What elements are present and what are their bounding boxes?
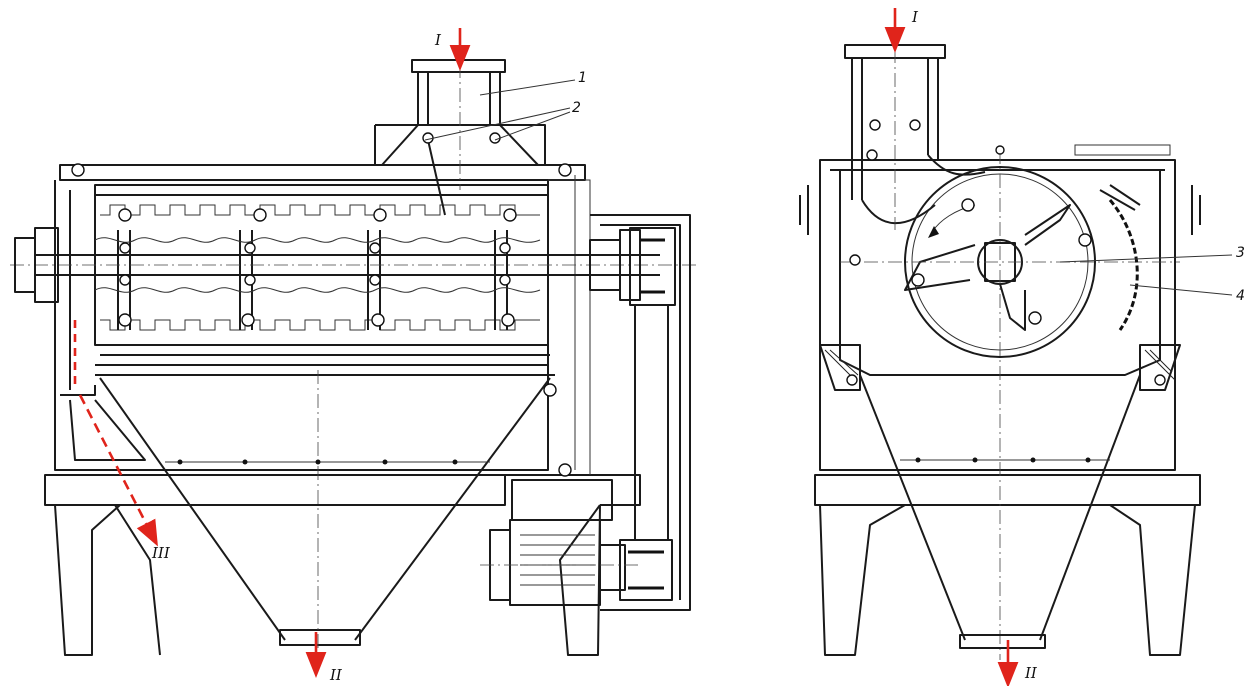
side-main-body <box>54 164 591 475</box>
front-inlet <box>844 25 986 230</box>
side-motor <box>480 479 640 606</box>
side-flow-arrows <box>73 28 471 678</box>
side-shaft <box>10 227 700 303</box>
front-base-frame <box>814 474 1201 656</box>
side-outlet-label: II <box>329 666 343 684</box>
front-side-brackets <box>819 344 1181 391</box>
side-waste-label: III <box>151 544 171 562</box>
front-view: I II 3 4 <box>799 8 1245 686</box>
part-label-1: 1 <box>578 70 587 86</box>
front-inlet-label: I <box>911 8 919 26</box>
front-leader-lines <box>1059 254 1233 296</box>
part-label-3: 3 <box>1236 245 1245 261</box>
part-label-2: 2 <box>572 100 581 116</box>
side-inlet-label: I <box>434 31 442 49</box>
front-main-body <box>799 144 1201 471</box>
side-base-frame <box>44 474 641 656</box>
front-hopper <box>859 374 1141 649</box>
front-flow-arrows <box>884 8 1019 686</box>
side-hopper <box>95 370 555 660</box>
side-bolts <box>71 132 572 477</box>
side-waste-chute <box>60 385 146 461</box>
side-leader-lines <box>424 79 576 141</box>
front-outlet-label: II <box>1024 664 1038 682</box>
side-inlet <box>374 40 546 216</box>
side-waste-arrow <box>78 394 158 547</box>
front-bolts <box>846 119 1166 463</box>
side-belt-drive <box>590 214 691 611</box>
part-label-4: 4 <box>1236 288 1245 304</box>
side-view: I III II 1 2 <box>10 28 700 684</box>
front-rotor <box>840 150 1180 660</box>
